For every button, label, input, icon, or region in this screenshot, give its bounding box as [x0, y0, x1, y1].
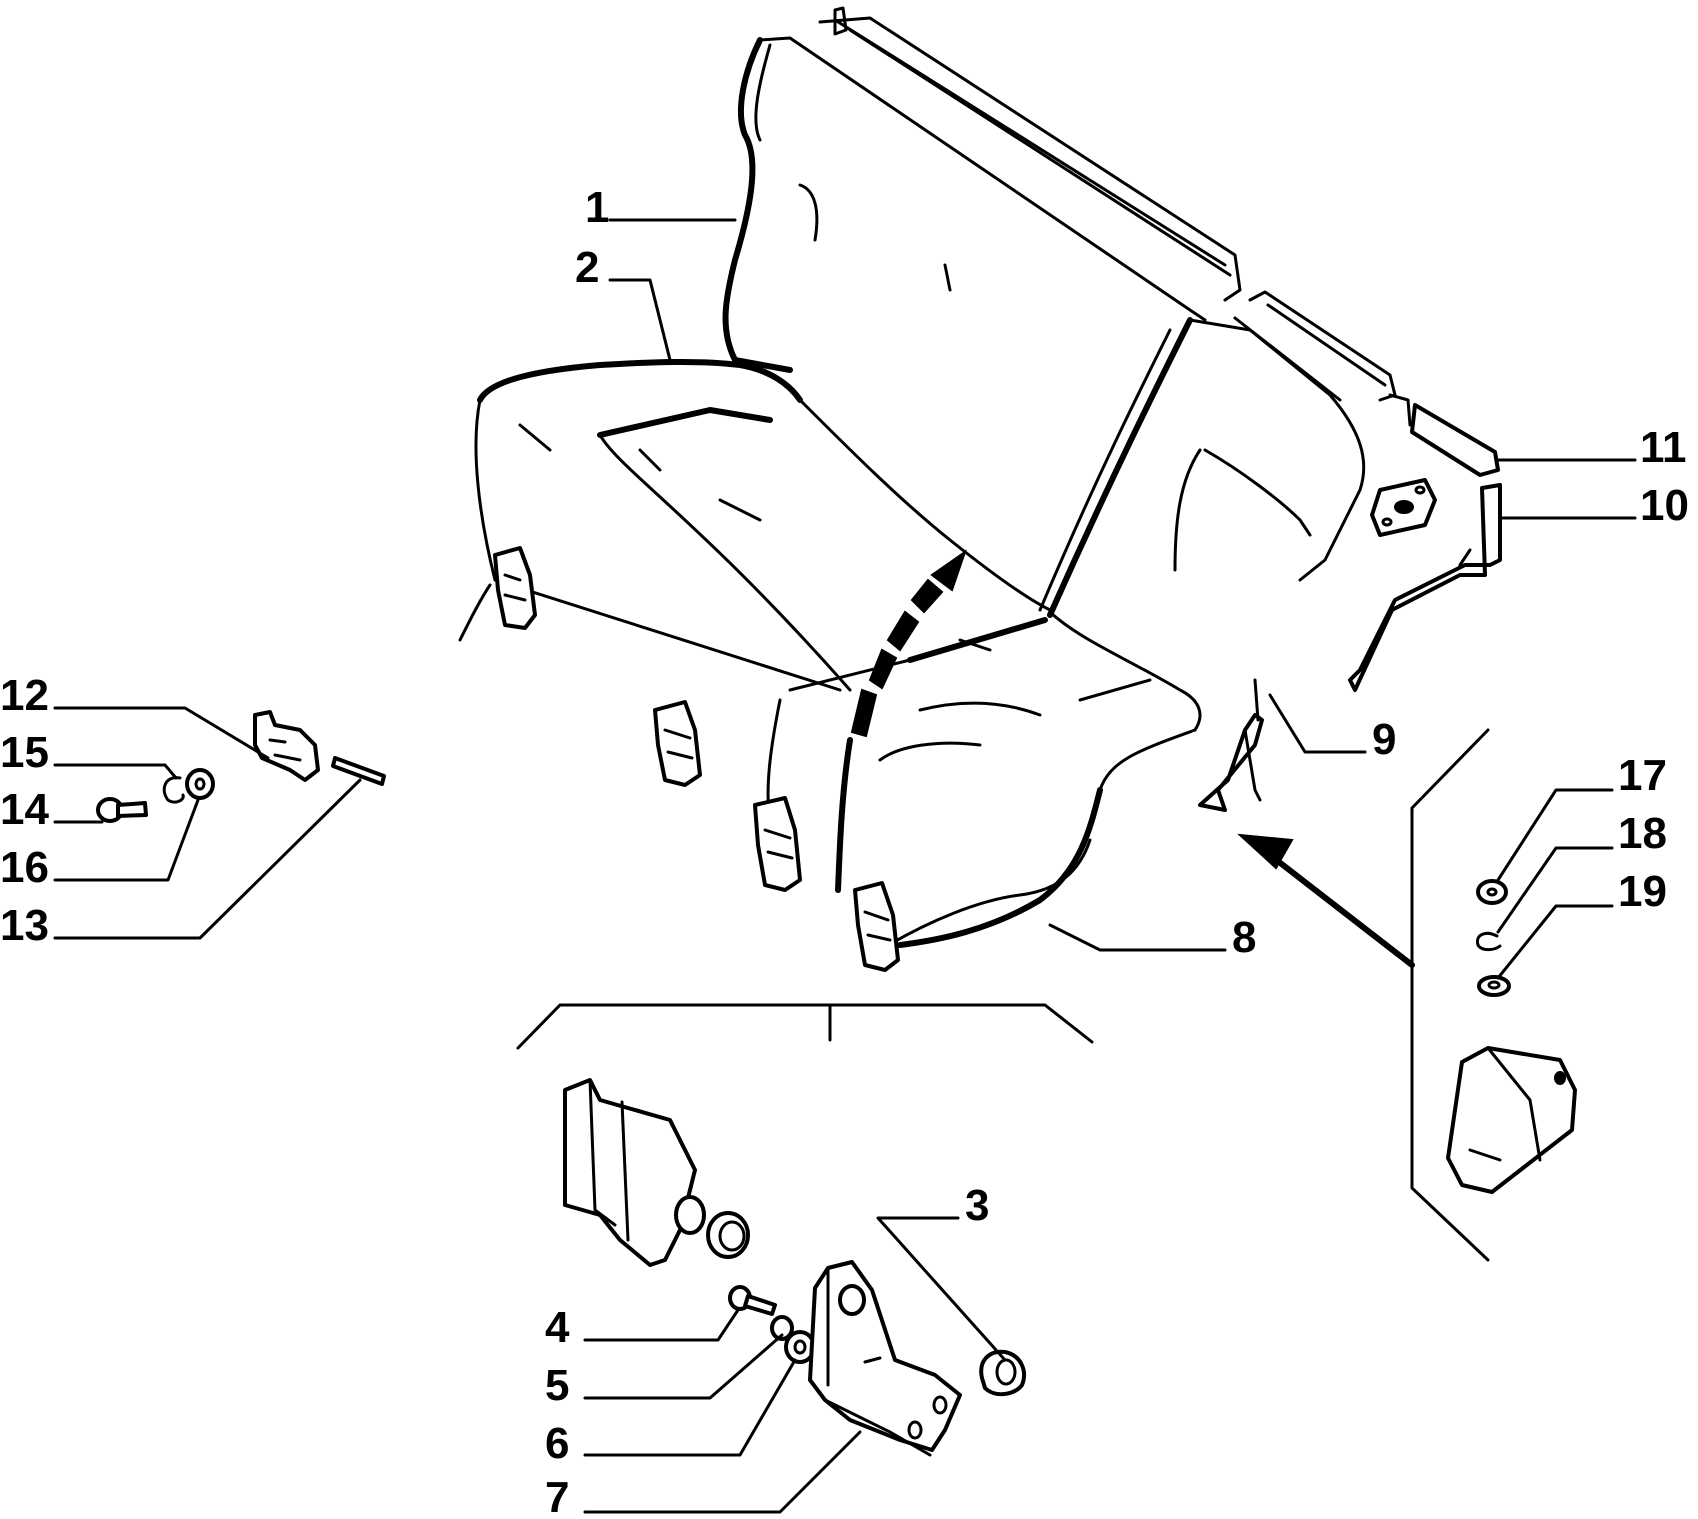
bolt — [96, 797, 148, 823]
seat-support-bracket — [1198, 678, 1264, 812]
seat-backrest-left — [722, 6, 1242, 373]
callout-14: 14 — [0, 785, 49, 834]
detail-frame-bottom — [516, 1003, 1094, 1050]
callout-9: 9 — [1372, 715, 1396, 764]
pivot-mount-plate — [563, 1078, 697, 1267]
seat-cushion-right — [766, 610, 1202, 952]
callout-4: 4 — [545, 1303, 570, 1352]
callout-8: 8 — [1232, 913, 1256, 962]
nut — [1476, 879, 1508, 905]
hinge-bracket — [808, 1260, 962, 1457]
seat-backrest-right — [1038, 290, 1500, 618]
callout-11: 11 — [1640, 423, 1687, 472]
dashed-arrow — [835, 549, 967, 893]
seat-cushion-left — [458, 358, 1052, 692]
side-trim-panel — [1348, 483, 1502, 692]
callout-13: 13 — [0, 901, 49, 950]
latch-plate — [253, 710, 320, 782]
lock-washer-small — [1475, 931, 1502, 952]
callout-18: 18 — [1618, 809, 1667, 858]
seat-hinge-tabs — [493, 546, 900, 972]
callout-1: 1 — [585, 183, 609, 232]
spring-washer — [770, 1315, 794, 1341]
washer — [185, 768, 215, 800]
pivot-bushing — [674, 1195, 750, 1259]
screw — [728, 1285, 777, 1316]
mount-bracket-detail — [1446, 1046, 1577, 1194]
pin — [331, 756, 386, 786]
callout-15: 15 — [0, 728, 49, 777]
callout-2: 2 — [575, 243, 599, 292]
callout-3: 3 — [965, 1181, 989, 1230]
detail-arrow — [1237, 833, 1415, 968]
callout-10: 10 — [1640, 481, 1689, 530]
callout-17: 17 — [1618, 751, 1667, 800]
leader-lines — [53, 218, 1637, 1514]
callout-5: 5 — [545, 1361, 569, 1410]
callout-12: 12 — [0, 671, 49, 720]
callout-labels: 1 2 3 4 5 6 7 8 9 10 11 12 15 14 16 13 1… — [0, 183, 1689, 1519]
callout-7: 7 — [545, 1473, 569, 1514]
lock-washer — [162, 776, 185, 804]
callout-16: 16 — [0, 843, 49, 892]
washer-small — [1477, 975, 1511, 997]
detail-frame-right — [1410, 728, 1490, 1262]
callout-6: 6 — [545, 1419, 569, 1468]
callout-19: 19 — [1618, 867, 1667, 916]
